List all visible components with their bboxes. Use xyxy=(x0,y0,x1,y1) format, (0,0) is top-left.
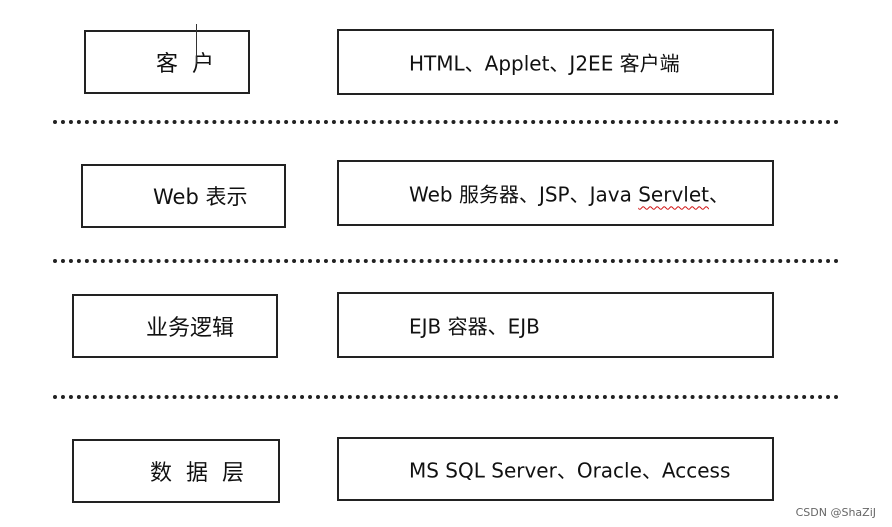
tier-web-detail-part-3: 、 xyxy=(708,182,729,207)
tier-data-label: 数 据 层 xyxy=(150,461,244,486)
tier-client-box: 客 户 xyxy=(84,30,250,94)
tier-data-box: 数 据 层 xyxy=(72,439,280,503)
tier-client-detail: HTML、Applet、J2EE 客户端 xyxy=(409,51,680,76)
tier-separator-2 xyxy=(53,259,839,263)
tier-web-detail-part-1: Web 服务器、JSP、Java xyxy=(409,182,639,207)
tier-web-label: Web 表示 xyxy=(153,185,248,209)
tier-business-detail-box: EJB 容器、EJB xyxy=(337,292,774,358)
tier-client-detail-box: HTML、Applet、J2EE 客户端 xyxy=(337,29,774,95)
watermark: CSDN @ShaZiJ xyxy=(795,506,876,519)
tier-data-detail: MS SQL Server、Oracle、Access xyxy=(409,458,731,483)
tier-separator-1 xyxy=(53,120,839,124)
tier-data-detail-box: MS SQL Server、Oracle、Access xyxy=(337,437,774,501)
tier-business-detail: EJB 容器、EJB xyxy=(409,314,540,339)
tier-web-detail-servlet: Servlet xyxy=(638,182,709,207)
tier-business-box: 业务逻辑 xyxy=(72,294,278,358)
tier-client-label: 客 户 xyxy=(156,52,214,77)
tier-web-detail-box: Web 服务器、JSP、Java Servlet、 xyxy=(337,160,774,226)
tier-business-label: 业务逻辑 xyxy=(146,316,235,341)
text-cursor xyxy=(196,24,197,64)
tier-separator-3 xyxy=(53,395,839,399)
tier-web-detail: Web 服务器、JSP、Java Servlet、 xyxy=(409,179,729,208)
tier-web-box: Web 表示 xyxy=(81,164,286,228)
